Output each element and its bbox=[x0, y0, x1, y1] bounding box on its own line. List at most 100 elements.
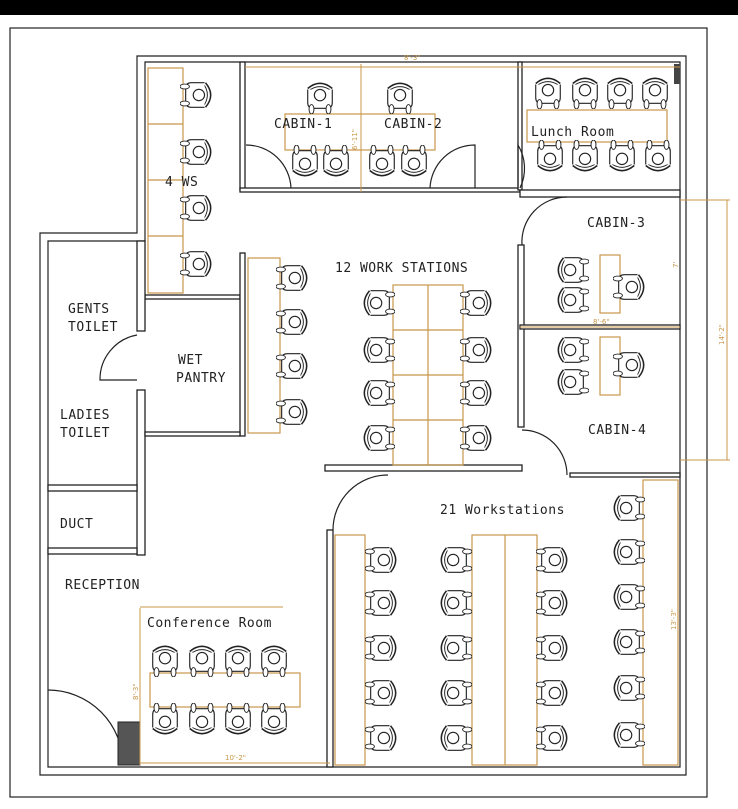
label-gents-toilet-2: TOILET bbox=[68, 320, 118, 335]
chair bbox=[151, 703, 179, 735]
chair bbox=[606, 77, 634, 109]
chair bbox=[276, 264, 308, 292]
chair bbox=[365, 679, 397, 707]
label-cabin-4: CABIN-4 bbox=[588, 423, 646, 438]
label-21-workstations: 21 Workstations bbox=[440, 503, 565, 518]
chair bbox=[365, 546, 397, 574]
chair bbox=[363, 289, 395, 317]
label-12-work-stations: 12 WORK STATIONS bbox=[335, 261, 468, 276]
chair bbox=[571, 77, 599, 109]
chair bbox=[276, 352, 308, 380]
chair bbox=[260, 703, 288, 735]
chair bbox=[276, 308, 308, 336]
chair bbox=[557, 336, 589, 364]
chair bbox=[440, 724, 472, 752]
chair bbox=[641, 77, 669, 109]
chair bbox=[536, 589, 568, 617]
dim-cabin-width: 8'-3" bbox=[404, 54, 421, 62]
chair bbox=[613, 721, 645, 749]
doors bbox=[47, 142, 568, 766]
chair bbox=[440, 546, 472, 574]
chair bbox=[386, 82, 414, 114]
chair bbox=[180, 250, 212, 278]
chair bbox=[180, 138, 212, 166]
desk-21ws-c bbox=[642, 479, 679, 766]
chair bbox=[188, 645, 216, 677]
chair bbox=[613, 628, 645, 656]
label-ladies-toilet: LADIES bbox=[60, 408, 110, 423]
chair bbox=[440, 679, 472, 707]
chair bbox=[557, 256, 589, 284]
label-duct: DUCT bbox=[60, 517, 93, 532]
chair bbox=[613, 273, 645, 301]
chair bbox=[440, 634, 472, 662]
label-4-ws: 4 WS bbox=[165, 175, 198, 190]
chair bbox=[365, 589, 397, 617]
chair bbox=[180, 81, 212, 109]
chair bbox=[365, 724, 397, 752]
chair bbox=[306, 82, 334, 114]
chair bbox=[557, 368, 589, 396]
dim-cabin3-depth: 7' bbox=[672, 262, 680, 268]
chair bbox=[536, 634, 568, 662]
chair bbox=[276, 398, 308, 426]
interior-walls bbox=[47, 61, 681, 768]
dimension-labels: 8'-3" 6'-11" 7' 8'-6" 14'-2" 13'-3" 10'-… bbox=[132, 54, 726, 762]
room-labels: CABIN-1 CABIN-2 Lunch Room 4 WS CABIN-3 … bbox=[60, 117, 646, 631]
dim-cabin3-width: 8'-6" bbox=[593, 318, 610, 326]
label-gents-toilet: GENTS bbox=[68, 302, 110, 317]
desk-12ws-left bbox=[247, 257, 281, 434]
chair bbox=[224, 703, 252, 735]
chair bbox=[613, 674, 645, 702]
chair bbox=[363, 336, 395, 364]
desk-conference bbox=[149, 672, 301, 708]
chair bbox=[363, 424, 395, 452]
label-conference-room: Conference Room bbox=[147, 616, 272, 631]
chair bbox=[460, 424, 492, 452]
chair bbox=[536, 724, 568, 752]
dim-cabins-total: 14'-2" bbox=[718, 324, 726, 345]
label-reception: RECEPTION bbox=[65, 578, 140, 593]
drawing-frame bbox=[9, 27, 708, 798]
chair bbox=[440, 589, 472, 617]
chair bbox=[613, 538, 645, 566]
chair bbox=[644, 140, 672, 172]
top-bar bbox=[0, 0, 738, 15]
chair bbox=[571, 140, 599, 172]
desk-lunch bbox=[526, 109, 668, 143]
column-marker bbox=[674, 64, 680, 84]
label-lunch-room: Lunch Room bbox=[531, 125, 614, 140]
chairs bbox=[151, 77, 672, 752]
label-wet-pantry-2: PANTRY bbox=[176, 371, 226, 386]
label-cabin-2: CABIN-2 bbox=[384, 117, 442, 132]
chair bbox=[224, 645, 252, 677]
desk-cabin3 bbox=[599, 254, 621, 314]
chair bbox=[613, 494, 645, 522]
desk-cabin4 bbox=[599, 336, 621, 396]
chair bbox=[365, 634, 397, 662]
label-wet-pantry: WET bbox=[178, 353, 203, 368]
chair bbox=[363, 379, 395, 407]
label-cabin-3: CABIN-3 bbox=[587, 216, 645, 231]
chair bbox=[460, 336, 492, 364]
chair bbox=[460, 379, 492, 407]
desk-21ws-a bbox=[334, 534, 366, 766]
dimension-lines bbox=[139, 64, 730, 765]
chair bbox=[460, 289, 492, 317]
chair bbox=[536, 679, 568, 707]
dim-conference-depth: 8'-3" bbox=[132, 683, 140, 700]
dim-conference-width: 10'-2" bbox=[225, 754, 246, 762]
chair bbox=[613, 583, 645, 611]
shaft-hatch bbox=[117, 721, 141, 766]
chair bbox=[613, 351, 645, 379]
label-cabin-1: CABIN-1 bbox=[274, 117, 332, 132]
chair bbox=[608, 140, 636, 172]
chair bbox=[260, 645, 288, 677]
chair bbox=[180, 194, 212, 222]
chair bbox=[557, 286, 589, 314]
chair bbox=[536, 140, 564, 172]
dim-cabin-depth: 6'-11" bbox=[351, 129, 359, 150]
label-ladies-toilet-2: TOILET bbox=[60, 426, 110, 441]
dim-workstation-depth: 13'-3" bbox=[670, 609, 678, 630]
